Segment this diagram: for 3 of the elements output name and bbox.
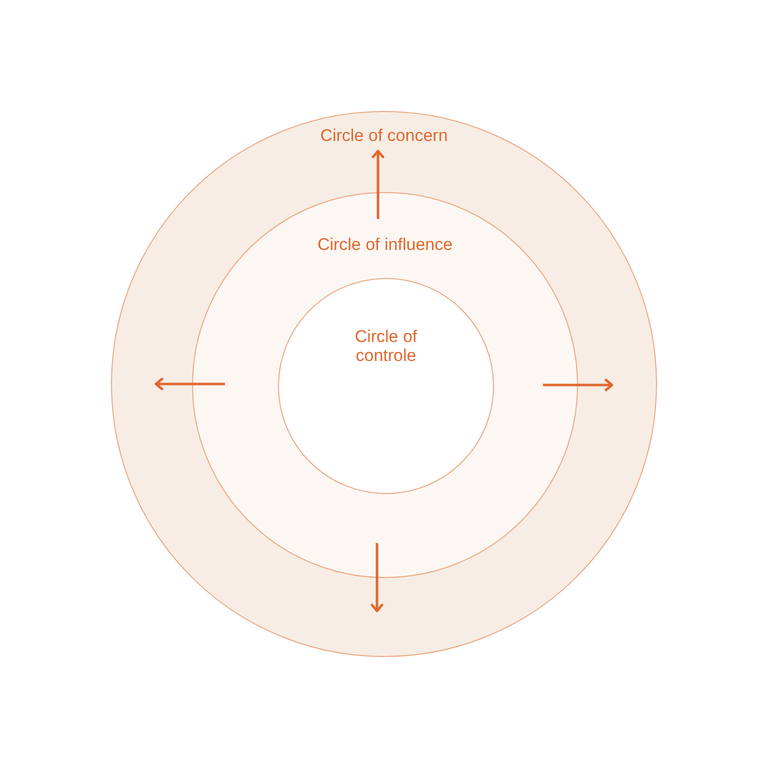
- circle-label: Circle of controle: [354, 327, 418, 365]
- circle-label: Circle of concern: [319, 126, 449, 145]
- circle-label: Circle of influence: [316, 235, 454, 254]
